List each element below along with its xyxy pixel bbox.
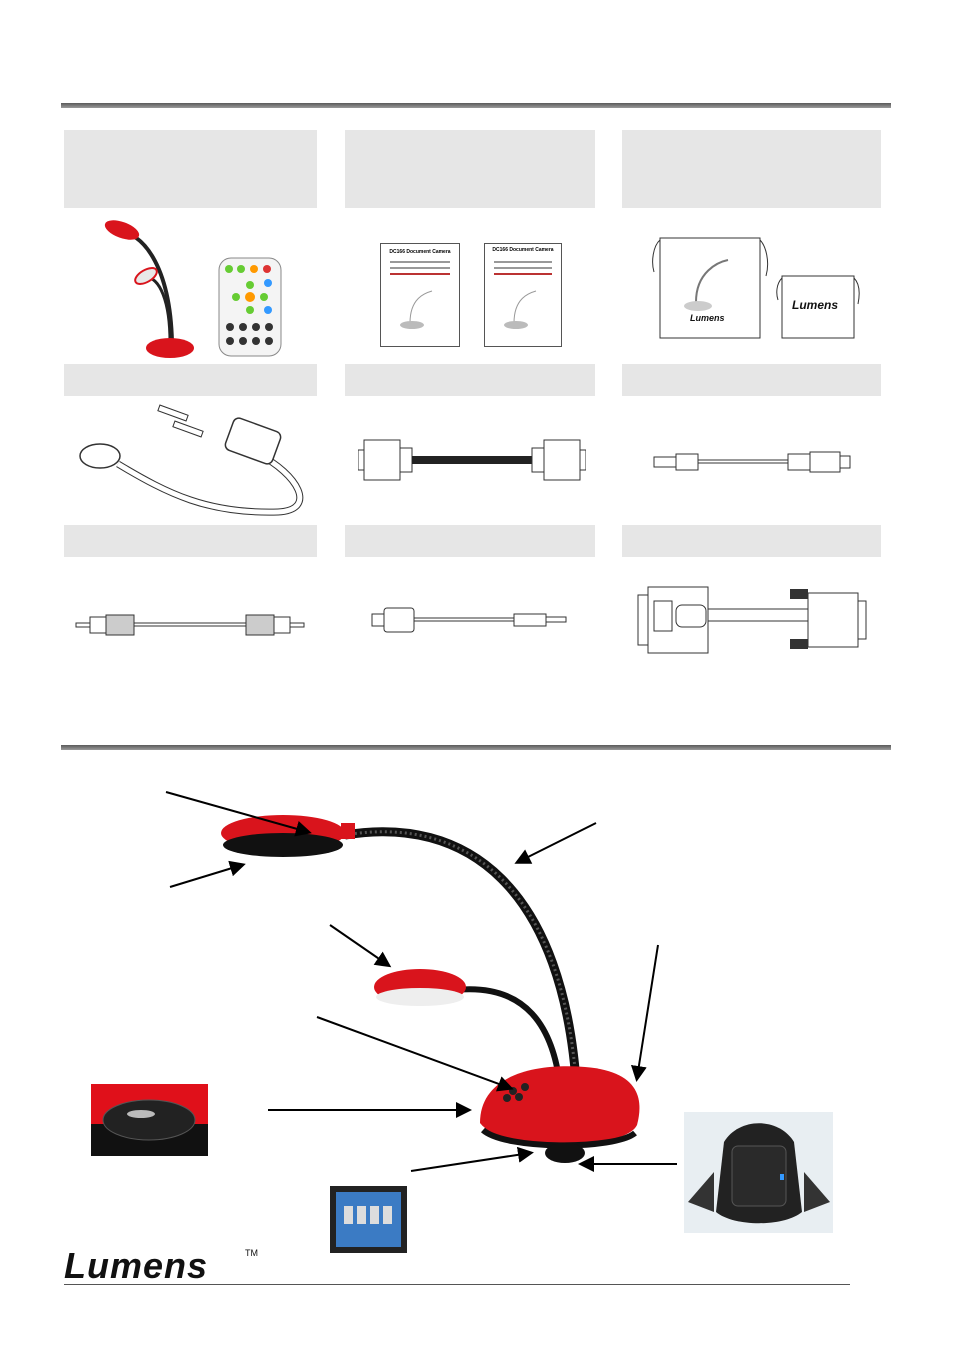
camera-product-image bbox=[100, 212, 196, 360]
quick-guide-image: DC166 Document Camera bbox=[380, 243, 460, 347]
cell-header-power-cord bbox=[64, 364, 317, 396]
cell-header-usb-cable bbox=[622, 364, 881, 396]
guide-title-1: DC166 Document Camera bbox=[389, 249, 450, 255]
usb-cable-image bbox=[652, 450, 852, 474]
audio-cable-image bbox=[370, 604, 570, 636]
logo-trademark: TM bbox=[245, 1248, 258, 1258]
document-camera-overview-image bbox=[205, 805, 657, 1175]
cell-header-audio-cable bbox=[345, 525, 595, 557]
power-cord-image bbox=[78, 404, 308, 516]
cell-header-rca-cable bbox=[64, 525, 317, 557]
carry-bag-image bbox=[648, 232, 860, 340]
footer-rule bbox=[64, 1284, 850, 1285]
cell-header-carry-bag bbox=[622, 130, 881, 208]
lumens-logo: Lumens TM bbox=[64, 1248, 260, 1284]
camera-bottom-view-image bbox=[684, 1112, 833, 1233]
rca-cable-image bbox=[74, 612, 306, 638]
button-detail-image bbox=[91, 1084, 208, 1156]
guide-title-2: DC166 Document Camera bbox=[492, 247, 553, 253]
quick-guide-image-2: DC166 Document Camera bbox=[484, 243, 562, 347]
dip-switch-image bbox=[330, 1186, 407, 1253]
bag-brand-label-1: Lumens bbox=[690, 313, 725, 323]
logo-wordmark: Lumens bbox=[64, 1245, 209, 1286]
remote-control-image bbox=[218, 257, 282, 357]
cell-header-vga-cable bbox=[345, 364, 595, 396]
cell-header-quick-guide bbox=[345, 130, 595, 208]
cell-header-dvi-vga-adapter bbox=[622, 525, 881, 557]
section-rule-top bbox=[61, 103, 891, 108]
section-rule-middle bbox=[61, 745, 891, 750]
cell-header-camera-remote bbox=[64, 130, 317, 208]
dvi-vga-adapter-image bbox=[636, 583, 868, 657]
bag-brand-label-2: Lumens bbox=[792, 298, 839, 312]
vga-cable-image bbox=[358, 438, 586, 482]
